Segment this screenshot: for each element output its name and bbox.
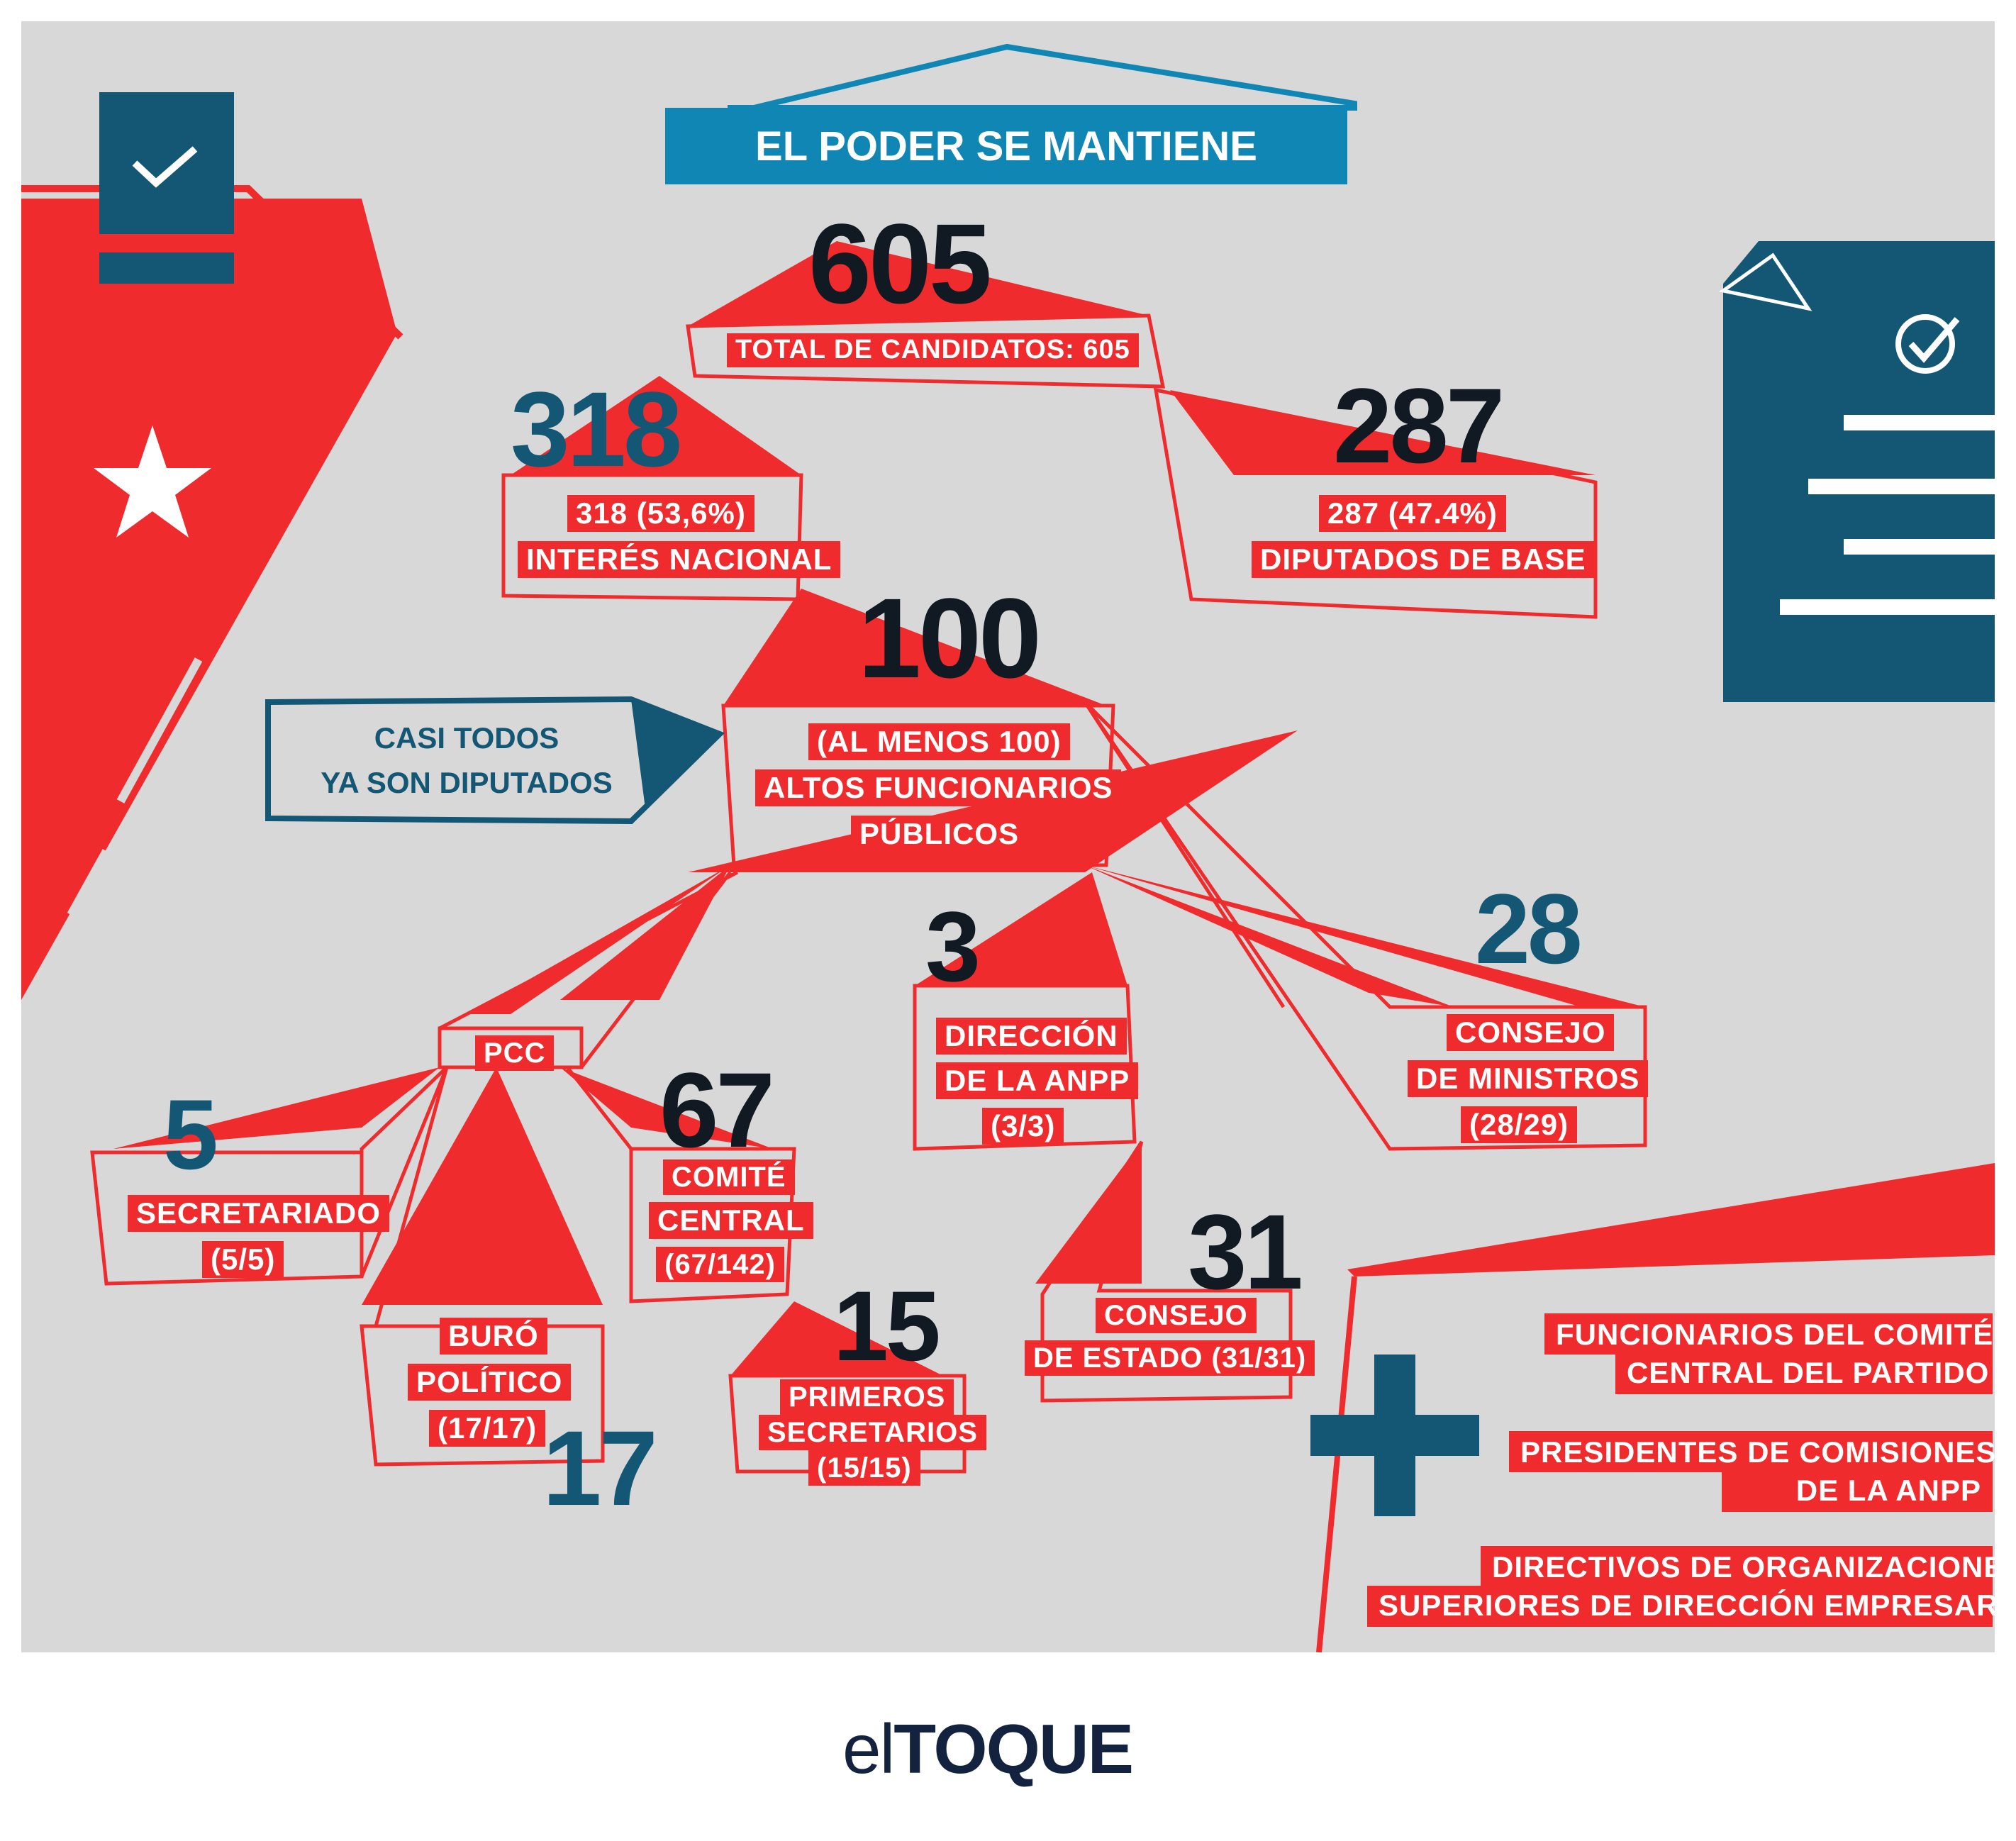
estado-number: 31 — [1188, 1192, 1303, 1311]
primeros-line2: SECRETARIOS — [759, 1415, 986, 1450]
extra-item2-line2: DE LA ANPP — [1722, 1471, 1993, 1513]
callout-text: CASI TODOS YA SON DIPUTADOS — [268, 702, 665, 818]
extra-item3-line1: DIRECTIVOS DE ORGANIZACIONES — [1481, 1546, 1995, 1588]
estado-line1: CONSEJO — [1096, 1298, 1257, 1333]
interes-line1: 318 (53,6%) — [567, 495, 754, 533]
anpp-number: 3 — [925, 891, 981, 1002]
logo-toque: TOQUE — [893, 1710, 1134, 1788]
interes-number: 318 — [511, 369, 682, 489]
extra-item2-line1: PRESIDENTES DE COMISIONES — [1509, 1431, 1995, 1473]
altos-number: 100 — [858, 574, 1042, 701]
comite-number: 67 — [659, 1050, 775, 1169]
comite-line1: COMITÉ — [663, 1159, 795, 1195]
total-number: 605 — [808, 200, 992, 327]
diagram-art — [21, 43, 1995, 1652]
infographic-panel: EL PODER SE MANTIENE CASI TODOS YA SON D… — [21, 21, 1995, 1652]
secretariado-line1: SECRETARIADO — [128, 1195, 389, 1233]
primeros-line3: (15/15) — [808, 1450, 920, 1486]
base-line2: DIPUTADOS DE BASE — [1252, 541, 1595, 579]
altos-line3: PÚBLICOS — [851, 816, 1028, 853]
document-icon — [1718, 241, 1995, 702]
estado-line2: DE ESTADO (31/31) — [1025, 1340, 1315, 1376]
base-line1: 287 (47.4%) — [1319, 495, 1506, 533]
callout-line2: YA SON DIPUTADOS — [321, 766, 613, 799]
buro-line3: (17/17) — [429, 1410, 546, 1447]
buro-line1: BURÓ — [440, 1318, 547, 1355]
pcc-label: PCC — [475, 1035, 555, 1071]
primeros-line1: PRIMEROS — [780, 1379, 954, 1415]
anpp-line1: DIRECCIÓN — [936, 1018, 1127, 1055]
interes-line2: INTERÉS NACIONAL — [518, 541, 841, 579]
logo-el: el — [842, 1710, 895, 1788]
extra-item1-line2: CENTRAL DEL PARTIDO — [1615, 1353, 1993, 1395]
title-banner — [665, 108, 1347, 184]
secretariado-line2: (5/5) — [202, 1241, 284, 1279]
buro-line2: POLÍTICO — [408, 1364, 572, 1401]
eltoque-logo: elTOQUE — [842, 1709, 1154, 1788]
ballot-box-icon — [21, 92, 403, 1000]
altos-line1: (AL MENOS 100) — [808, 723, 1070, 761]
extra-item3-line2: SUPERIORES DE DIRECCIÓN EMPRESARIAL — [1367, 1586, 1995, 1628]
page-title: EL PODER SE MANTIENE — [755, 123, 1257, 169]
ministros-line2: DE MINISTROS — [1408, 1060, 1649, 1098]
callout-line1: CASI TODOS — [374, 721, 559, 755]
base-number: 287 — [1333, 366, 1505, 485]
extra-item1-line1: FUNCIONARIOS DEL COMITÉ — [1544, 1313, 1993, 1355]
ministros-number: 28 — [1475, 873, 1583, 984]
altos-line2: ALTOS FUNCIONARIOS — [755, 769, 1122, 807]
ministros-line1: CONSEJO — [1447, 1014, 1615, 1052]
total-label: TOTAL DE CANDIDATOS: 605 — [727, 333, 1139, 367]
primeros-number: 15 — [833, 1270, 941, 1381]
comite-line2: CENTRAL — [649, 1202, 813, 1240]
comite-line3: (67/142) — [656, 1247, 784, 1282]
anpp-line2: DE LA ANPP — [936, 1062, 1139, 1100]
secretariado-number: 5 — [163, 1079, 218, 1190]
anpp-line3: (3/3) — [982, 1108, 1064, 1145]
plus-icon — [1310, 1355, 1479, 1516]
ministros-line3: (28/29) — [1461, 1106, 1578, 1144]
buro-number: 17 — [542, 1408, 658, 1528]
